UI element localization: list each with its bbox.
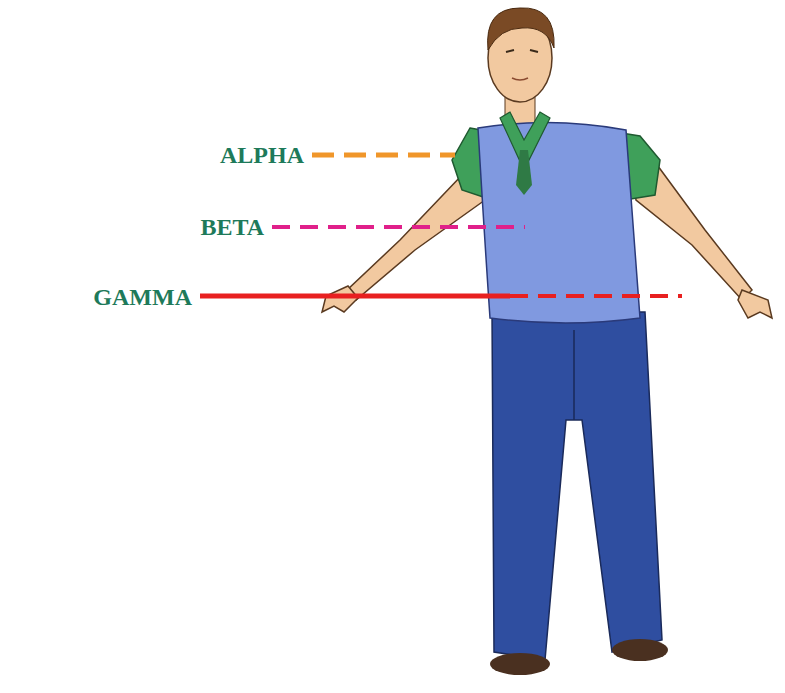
vest — [478, 122, 640, 323]
eyes — [506, 50, 538, 52]
hair — [488, 8, 555, 50]
part-label: ALPHA — [220, 142, 304, 168]
shoe — [612, 639, 668, 661]
part-label: GAMMA — [93, 284, 192, 310]
hand — [738, 290, 772, 318]
pants — [492, 312, 662, 660]
leader-line — [272, 225, 525, 229]
pants-seam — [573, 330, 575, 420]
leader-line — [200, 294, 510, 299]
leader-line — [312, 153, 455, 158]
leader-line — [510, 294, 682, 298]
shoe — [490, 653, 550, 675]
hand — [322, 286, 358, 312]
part-label: BETA — [200, 214, 264, 240]
tie — [516, 150, 532, 195]
mouth — [512, 78, 528, 80]
